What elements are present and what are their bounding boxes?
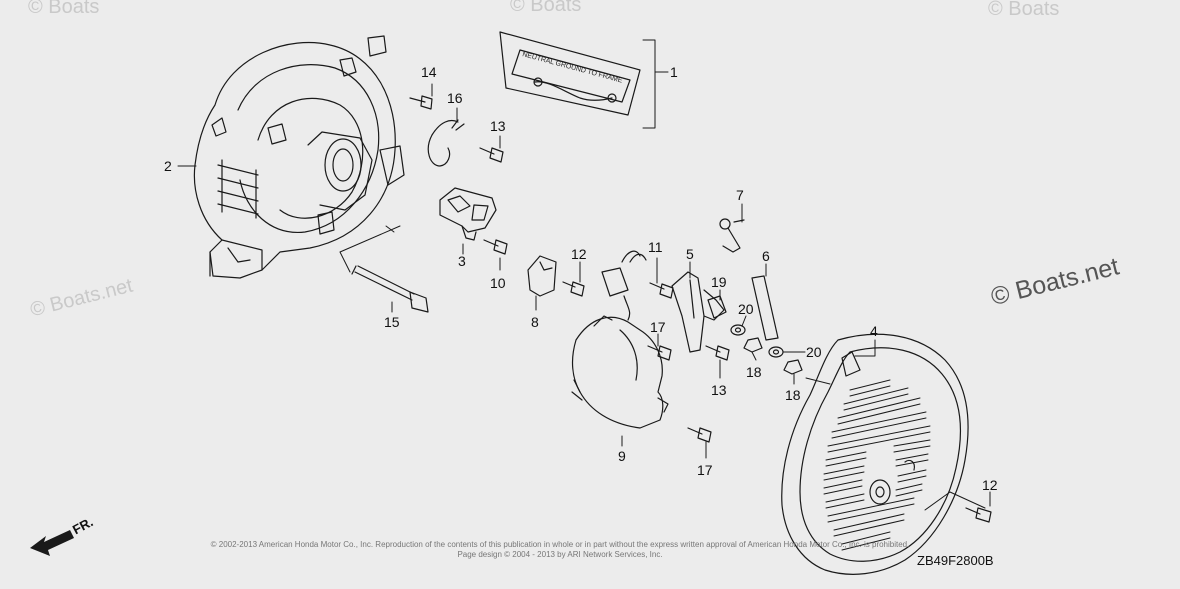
callout-13-upper[interactable]: 13 (490, 118, 506, 134)
part-19-terminal[interactable] (707, 295, 727, 319)
part-13-screw-lower[interactable] (705, 345, 730, 361)
callout-13-lower[interactable]: 13 (711, 382, 727, 398)
part-1-label-sticker[interactable] (499, 31, 641, 116)
callout-2[interactable]: 2 (164, 158, 172, 174)
leader-lines (177, 39, 991, 511)
part-7-ground-wire[interactable] (719, 218, 745, 253)
part-3-bracket[interactable] (439, 187, 497, 241)
part-12-screw-mid[interactable] (562, 281, 585, 297)
callout-18-lower[interactable]: 18 (785, 387, 801, 403)
callout-4[interactable]: 4 (870, 323, 878, 339)
callout-numbers: 1 2 14 16 13 3 10 15 12 8 11 7 5 6 19 20… (164, 64, 998, 493)
part-13-screw-upper[interactable] (479, 147, 504, 163)
part-8-clip[interactable] (527, 255, 557, 297)
part-18-nut-a[interactable] (743, 337, 763, 353)
part-14-bolt[interactable] (409, 95, 433, 110)
watermark-top-left: © Boats (28, 0, 100, 18)
callout-12-lower[interactable]: 12 (982, 477, 998, 493)
callout-14[interactable]: 14 (421, 64, 437, 80)
copyright-notice: © 2002-2013 American Honda Motor Co., In… (180, 540, 940, 560)
part-4-end-cover[interactable] (781, 333, 969, 575)
callout-17-upper[interactable]: 17 (650, 319, 666, 335)
callout-1[interactable]: 1 (670, 64, 678, 80)
callout-6[interactable]: 6 (762, 248, 770, 264)
callout-20-upper[interactable]: 20 (738, 301, 754, 317)
callout-16[interactable]: 16 (447, 90, 463, 106)
part-2-housing[interactable] (193, 35, 405, 279)
callout-5[interactable]: 5 (686, 246, 694, 262)
part-9-cover[interactable] (571, 315, 669, 429)
callout-11[interactable]: 11 (648, 239, 663, 255)
watermark-top-mid: © Boats (510, 0, 582, 16)
part-12-screw-lower[interactable] (965, 507, 992, 523)
part-16-wire-hook[interactable] (427, 119, 465, 167)
drawing-code: ZB49F2800B (917, 553, 994, 568)
callout-15[interactable]: 15 (384, 314, 400, 330)
part-10-screw[interactable] (483, 239, 508, 255)
front-direction-arrow (30, 530, 74, 556)
copyright-line-1: © 2002-2013 American Honda Motor Co., In… (210, 540, 910, 549)
callout-17-lower[interactable]: 17 (697, 462, 713, 478)
part-20-washer-b[interactable] (768, 346, 784, 358)
watermark-top-right: © Boats (988, 0, 1060, 20)
part-15-long-bolt[interactable] (351, 265, 429, 313)
callout-8[interactable]: 8 (531, 314, 539, 330)
part-17-screw-lower[interactable] (687, 427, 712, 443)
callout-9[interactable]: 9 (618, 448, 626, 464)
callout-12-mid[interactable]: 12 (571, 246, 587, 262)
part-20-washer-a[interactable] (730, 324, 746, 336)
part-18-nut-b[interactable] (783, 359, 803, 375)
callout-7[interactable]: 7 (736, 187, 744, 203)
callout-10[interactable]: 10 (490, 275, 506, 291)
part-6-strip[interactable] (751, 275, 779, 341)
callout-18-upper[interactable]: 18 (746, 364, 762, 380)
callout-3[interactable]: 3 (458, 253, 466, 269)
callout-19[interactable]: 19 (711, 274, 727, 290)
copyright-line-2: Page design © 2004 - 2013 by ARI Network… (457, 550, 663, 559)
part-11-screw[interactable] (649, 282, 674, 299)
callout-20-lower[interactable]: 20 (806, 344, 822, 360)
connector-wire-harness[interactable] (601, 250, 647, 321)
